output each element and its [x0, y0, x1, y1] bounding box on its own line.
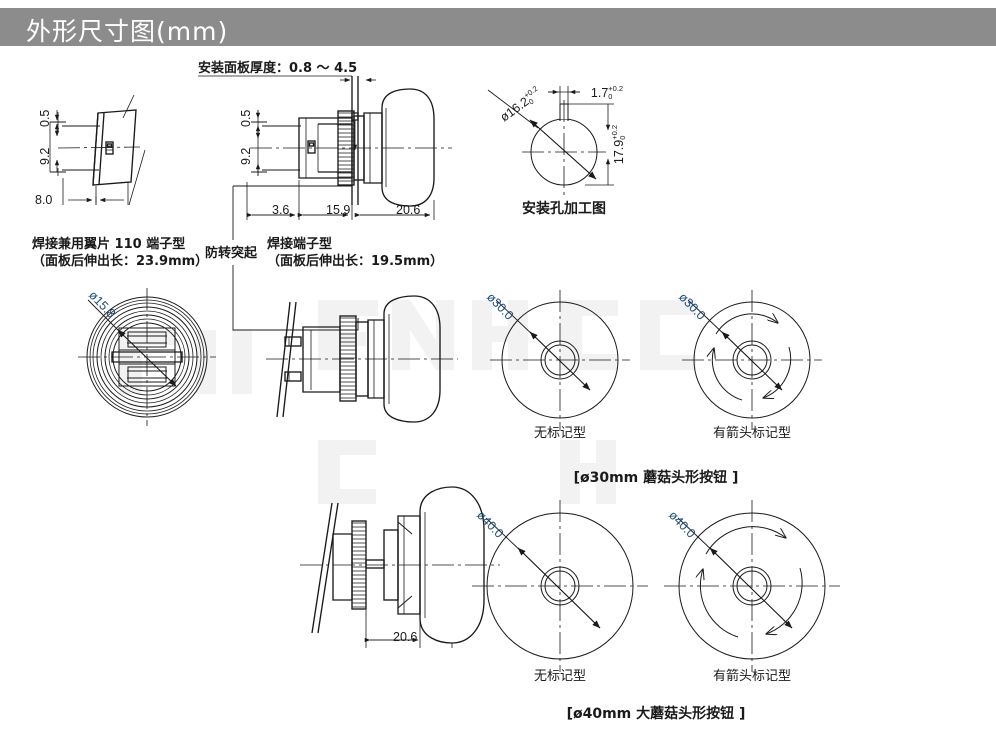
figure-head-40-plain: [472, 500, 648, 672]
dim-fig1-9-2: 9.2: [38, 147, 52, 165]
figure-side-view-30mm: [266, 295, 458, 423]
figure-head-40-arrow: [664, 500, 840, 672]
figure-rear-view: [78, 288, 216, 426]
page-title: 外形尺寸图(mm): [26, 17, 229, 46]
dim-hole-17-9-value: 17.9: [612, 139, 626, 165]
dim-fig1-0-5: 0.5: [38, 109, 52, 127]
dim-fig8-20-6: 20.6: [393, 630, 418, 644]
caption-head40-plain: 无标记型: [533, 669, 587, 684]
caption-group-40mm: [ø40mm 大蘑菇头形按钮 ]: [566, 706, 746, 722]
dim-fig2-15-9: 15.9: [326, 203, 351, 217]
figure-solder-terminal-assembly: [198, 75, 452, 331]
dim-hole-1-7-tol-upper: +0.2: [608, 84, 624, 94]
caption-head30-arrow: 有箭头标记型: [712, 426, 792, 441]
figure-mounting-hole: [487, 86, 614, 196]
note-panel-thickness: 安装面板厚度：0.8 ～ 4.5: [198, 61, 358, 76]
dim-fig2-3-6: 3.6: [272, 203, 290, 217]
caption-fig1-line2: （面板后伸出长：23.9mm）: [32, 254, 209, 269]
dim-fig1-8-0: 8.0: [35, 193, 53, 207]
caption-fig2-line1: 焊接端子型: [267, 237, 333, 252]
caption-mounting-hole: 安装孔加工图: [522, 201, 606, 217]
dim-hole-1-7-value: 1.7: [590, 86, 609, 100]
figure-head-30-arrow: [682, 290, 822, 430]
caption-group-30mm: [ø30mm 蘑菇头形按钮 ]: [573, 470, 739, 486]
callout-anti-rotation: 防转突起: [205, 246, 258, 261]
caption-head40-arrow: 有箭头标记型: [712, 669, 792, 684]
dim-hole-1-7-tol-lower: 0: [608, 91, 613, 101]
dim-hole-17-9-tol-lower: 0: [617, 135, 627, 140]
figure-side-view-40mm: [300, 486, 500, 648]
caption-head30-plain: 无标记型: [533, 426, 587, 441]
caption-fig1-line1: 焊接兼用翼片 110 端子型: [32, 237, 186, 252]
figure-solder-lug-terminal: [49, 94, 146, 206]
figure-head-30-plain: [490, 290, 630, 430]
section-title-bar: 外形尺寸图(mm): [0, 8, 996, 46]
dim-fig2-20-6: 20.6: [396, 203, 421, 217]
caption-fig2-line2: （面板后伸出长：19.5mm）: [267, 254, 444, 269]
dim-fig2-0-5: 0.5: [239, 109, 253, 127]
dim-fig2-9-2: 9.2: [239, 147, 253, 165]
